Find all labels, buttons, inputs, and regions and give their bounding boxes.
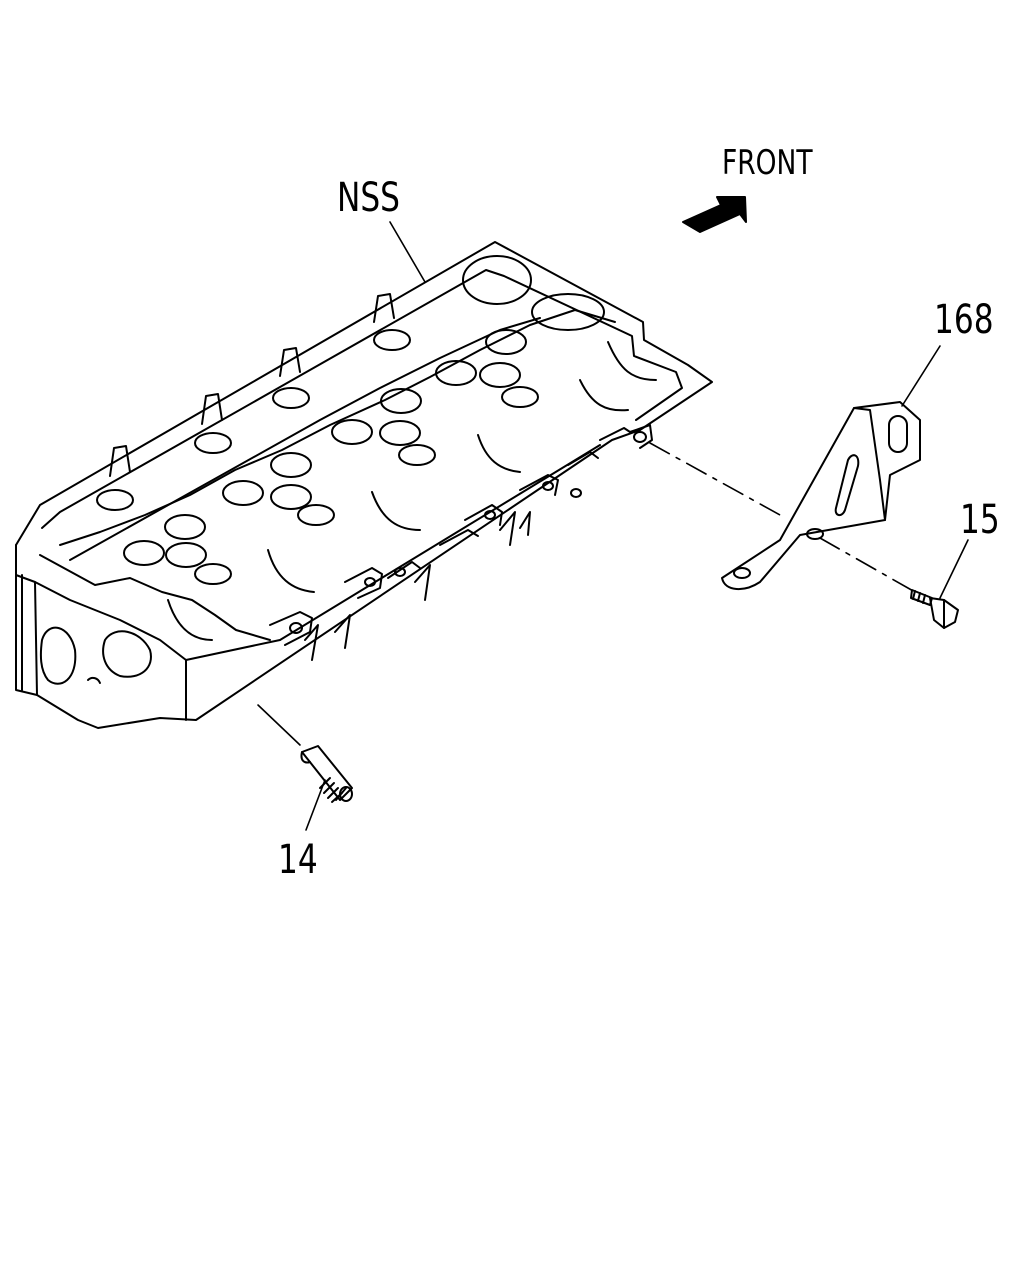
bracket-part: [722, 402, 920, 589]
leader-lines: [258, 222, 968, 830]
bolt-part: [911, 590, 958, 628]
cylinder-head-callout: NSS: [337, 175, 400, 221]
bracket-callout: 168: [934, 297, 994, 343]
stud-callout: 14: [278, 837, 318, 883]
cylinder-head: [16, 242, 712, 728]
bolt-callout: 15: [960, 497, 1000, 543]
front-arrow-icon: [683, 197, 746, 232]
front-direction-label: FRONT: [722, 143, 813, 183]
stud-part: [301, 746, 352, 802]
